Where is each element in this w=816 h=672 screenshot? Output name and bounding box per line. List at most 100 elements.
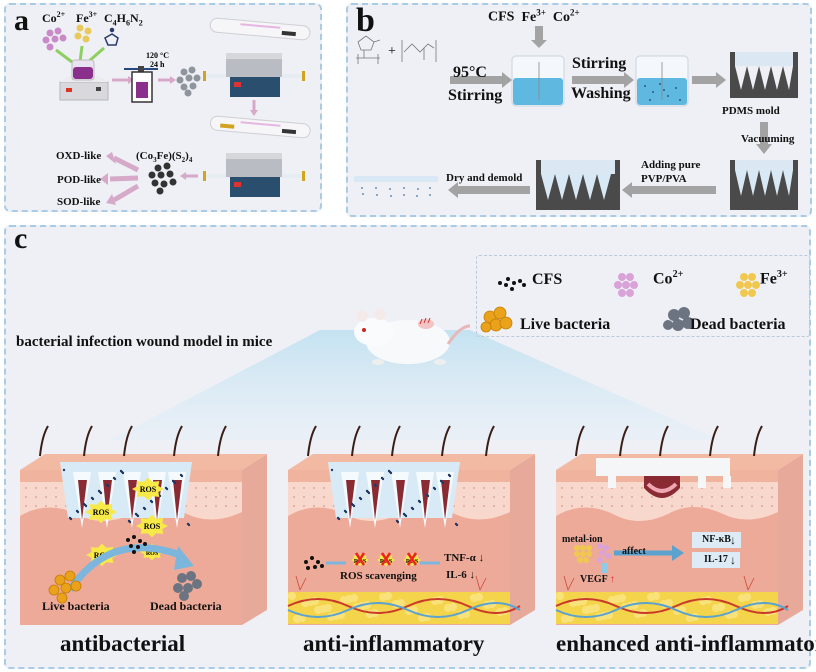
fe-ion-cluster [74, 24, 92, 43]
step1-top: 95°C [453, 64, 487, 81]
co-ion [603, 545, 609, 551]
pdms-mold-3 [536, 160, 620, 210]
autoclave-icon [124, 66, 158, 103]
live-bacterium [64, 570, 76, 582]
reagent-fe: Fe3+ [76, 10, 98, 25]
cfs-particle [316, 560, 320, 564]
legend-cfs-icon [498, 277, 526, 291]
dead-bacterium [173, 583, 183, 593]
cfs-particle [132, 550, 136, 554]
beaker-2-icon [635, 55, 689, 107]
magnetic-stirrer-icon [59, 59, 109, 101]
cross-icon [406, 552, 418, 566]
fe-ion [580, 551, 586, 557]
down-arrow-icon: ↓ [469, 569, 476, 581]
fe-ion [580, 545, 586, 551]
step5-label: Dry and demold [446, 172, 523, 184]
microneedle-patch-icon [354, 176, 438, 197]
mouse-illustration [354, 308, 471, 365]
panel-b-graphics: + [354, 26, 798, 210]
quartz-tube-1 [209, 17, 311, 41]
dead-bacterium [186, 571, 196, 581]
down-arrow-icon: ↓ [730, 553, 736, 567]
ros-label: ROS [140, 485, 157, 494]
dead-bacterium [192, 579, 202, 589]
beaker-1-icon [511, 55, 565, 107]
scene3-metal-label: metal-ion [562, 534, 603, 545]
condition-temp: 120 °C [146, 51, 169, 60]
scene1-live-label: Live bacteria [42, 599, 110, 613]
input-fe: Fe3+ [521, 7, 546, 25]
scene2-marker-tnf: TNF-α ↓ [444, 552, 485, 564]
up-arrow-icon: ↑ [609, 574, 615, 585]
fe-ion [574, 551, 580, 557]
down-arrow-icon: ↓ [478, 552, 485, 564]
cross-icon [380, 552, 392, 566]
legend-dead-bacteria-icon [663, 307, 694, 331]
skin-block-2 [287, 425, 535, 625]
fe-ion [577, 557, 583, 563]
ros-burst [132, 477, 164, 501]
tube-furnace-1 [203, 53, 305, 97]
cfs-particle [143, 542, 147, 546]
ros-burst [136, 514, 168, 538]
skin-block-3 [555, 425, 803, 625]
cfs-particle [126, 538, 130, 542]
activity-pod: POD-like [57, 174, 101, 186]
cfs-particle [138, 539, 142, 543]
panel-c-label: c [14, 222, 28, 255]
cfs-particle [129, 544, 133, 548]
imidazole-icon [104, 27, 119, 46]
pva-structure-icon [401, 40, 437, 62]
fe-ion [586, 545, 592, 551]
product-particles [148, 162, 177, 195]
condition-time: 24 h [150, 60, 165, 69]
cfs-particle [306, 566, 310, 570]
scene3-marker-nfkb: NF-κB [692, 532, 741, 548]
co-ion [599, 550, 605, 556]
input-cfs: CFS [488, 9, 515, 25]
legend [476, 255, 810, 337]
live-bacterium [48, 584, 60, 596]
scene1-dead-label: Dead bacteria [150, 599, 222, 613]
activity-arrows [109, 155, 140, 203]
co-ion-cluster [42, 27, 67, 51]
fe-ion [574, 545, 580, 551]
ros-label: ROS [406, 559, 419, 565]
cfs-particle [310, 556, 314, 560]
reagent-co: Co2+ [42, 10, 66, 25]
affect-arrow [672, 545, 684, 561]
precursor-particles [176, 66, 201, 97]
scene2-marker-il6: IL-6 ↓ [446, 569, 476, 581]
legend-co-label: Co2+ [653, 269, 684, 288]
legend-fe-label: Fe3+ [760, 269, 788, 288]
legend-co-icon [614, 273, 638, 297]
ros-burst [85, 500, 117, 524]
step2-bottom: Washing [571, 85, 631, 102]
legend-live-bacteria-icon [480, 306, 513, 333]
scene3-affect-label: affect [622, 546, 646, 557]
panel-a-graphics: 120 °C 24 h [42, 17, 311, 205]
step4-line1: Adding pure [641, 159, 701, 171]
reagent-imidazole: C4H6N2 [104, 11, 143, 28]
dead-bacterium [179, 591, 189, 601]
live-bacterium [56, 592, 68, 604]
quartz-tube-2 [209, 115, 311, 139]
cross-icon [354, 552, 366, 566]
ros-label: ROS [354, 559, 367, 565]
step1-bottom: Stirring [448, 87, 503, 104]
legend-icons [480, 273, 760, 333]
scene3-marker-il17: IL-17 [692, 552, 740, 568]
co-ion [597, 543, 603, 549]
pdms-mold-1 [730, 52, 798, 98]
scene3-vegf-label: VEGF ↑ [580, 574, 615, 585]
panel-b-label: b [356, 2, 375, 39]
ros-label: ROS [146, 551, 159, 557]
live-bacterium [54, 574, 66, 586]
cfs-particle [132, 535, 136, 539]
input-co: Co2+ [552, 7, 580, 25]
live-bacterium [70, 580, 82, 592]
cfs-particle [313, 565, 317, 569]
